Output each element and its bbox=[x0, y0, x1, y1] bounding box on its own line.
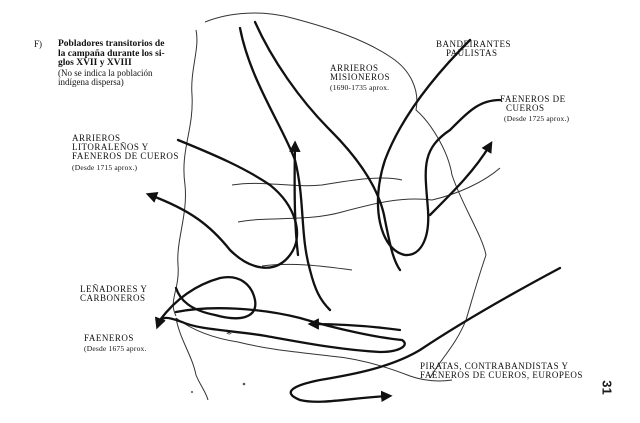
label-line: ARRIEROS bbox=[330, 63, 379, 73]
asterisk-mark: * bbox=[226, 327, 232, 341]
caption-line: (No se indica la población bbox=[58, 67, 153, 78]
route-faeneros-cueros-1725 bbox=[376, 38, 502, 257]
caption-line: glos XVII y XVIII bbox=[58, 58, 132, 68]
caption-line: Pobladores transitorios de bbox=[58, 39, 165, 49]
east-coast bbox=[429, 254, 487, 379]
map-caption: F) Pobladores transitorios de la campaña… bbox=[34, 39, 165, 87]
page-number: 31 bbox=[599, 380, 615, 395]
label-faeneros-1675: FAENEROS (Desde 1675 aprox. bbox=[84, 333, 147, 354]
label-line: MISIONEROS bbox=[330, 72, 391, 83]
label-arrieros-misioneros: ARRIEROS MISIONEROS (1690-1735 aprox. bbox=[330, 63, 391, 93]
label-lenadores: LEÑADORES Y CARBONEROS bbox=[80, 284, 148, 304]
river-line-lower bbox=[261, 263, 353, 271]
river-line-upper bbox=[231, 177, 403, 187]
label-line: FAENEROS DE bbox=[500, 94, 566, 104]
label-date: (Desde 1715 aprox.) bbox=[72, 162, 138, 172]
label-line: CUEROS bbox=[506, 103, 545, 114]
route-central-arrow bbox=[307, 318, 402, 332]
label-line: PIRATAS, CONTRABANDISTAS Y bbox=[420, 361, 569, 371]
label-line: BANDEIRANTES bbox=[436, 39, 511, 49]
route-arrieros-litoralenos bbox=[145, 138, 299, 269]
south-coast bbox=[175, 317, 453, 382]
routes bbox=[145, 20, 562, 403]
route-faeneros-cueros-arrow bbox=[428, 141, 493, 217]
label-line: FAENEROS DE CUEROS, EUROPEOS bbox=[420, 370, 583, 381]
caption-marker: F) bbox=[34, 39, 43, 49]
river-line-central bbox=[237, 198, 433, 223]
label-bandeirantes: BANDEIRANTES PAULISTAS bbox=[436, 39, 511, 59]
label-line: ARRIEROS bbox=[72, 133, 121, 143]
label-piratas: PIRATAS, CONTRABANDISTAS Y FAENEROS DE C… bbox=[420, 361, 583, 381]
caption-line: la campaña durante los si- bbox=[58, 48, 165, 59]
northwest-border bbox=[172, 29, 198, 317]
label-line: CARBONEROS bbox=[80, 293, 146, 304]
label-date: (1690-1735 aprox. bbox=[330, 83, 390, 93]
route-arrieros-misioneros bbox=[238, 26, 332, 312]
label-arrieros-litoralenos: ARRIEROS LITORALEÑOS Y FAENEROS DE CUERO… bbox=[72, 133, 179, 172]
northeast-border bbox=[204, 12, 487, 256]
river-line-east bbox=[431, 167, 501, 201]
route-bandeirantes bbox=[253, 20, 402, 272]
southwest-coast bbox=[175, 317, 209, 401]
label-line: FAENEROS bbox=[84, 333, 134, 343]
route-piratas bbox=[289, 266, 562, 403]
route-faeneros-1675 bbox=[154, 307, 406, 354]
label-faeneros-cueros-1725: FAENEROS DE CUEROS (Desde 1725 aprox.) bbox=[500, 94, 570, 124]
coastline bbox=[172, 12, 501, 401]
label-date: (Desde 1725 aprox.) bbox=[504, 114, 570, 124]
caption-line: indígena dispersa) bbox=[58, 76, 124, 87]
label-line: FAENEROS DE CUEROS bbox=[72, 151, 179, 162]
label-line: PAULISTAS bbox=[446, 48, 498, 59]
label-line: LEÑADORES Y bbox=[80, 284, 148, 294]
label-line: LITORALEÑOS Y bbox=[72, 142, 149, 153]
route-misioneros-arrow bbox=[289, 140, 301, 257]
scan-specks bbox=[191, 382, 246, 393]
label-date: (Desde 1675 aprox. bbox=[84, 344, 147, 354]
